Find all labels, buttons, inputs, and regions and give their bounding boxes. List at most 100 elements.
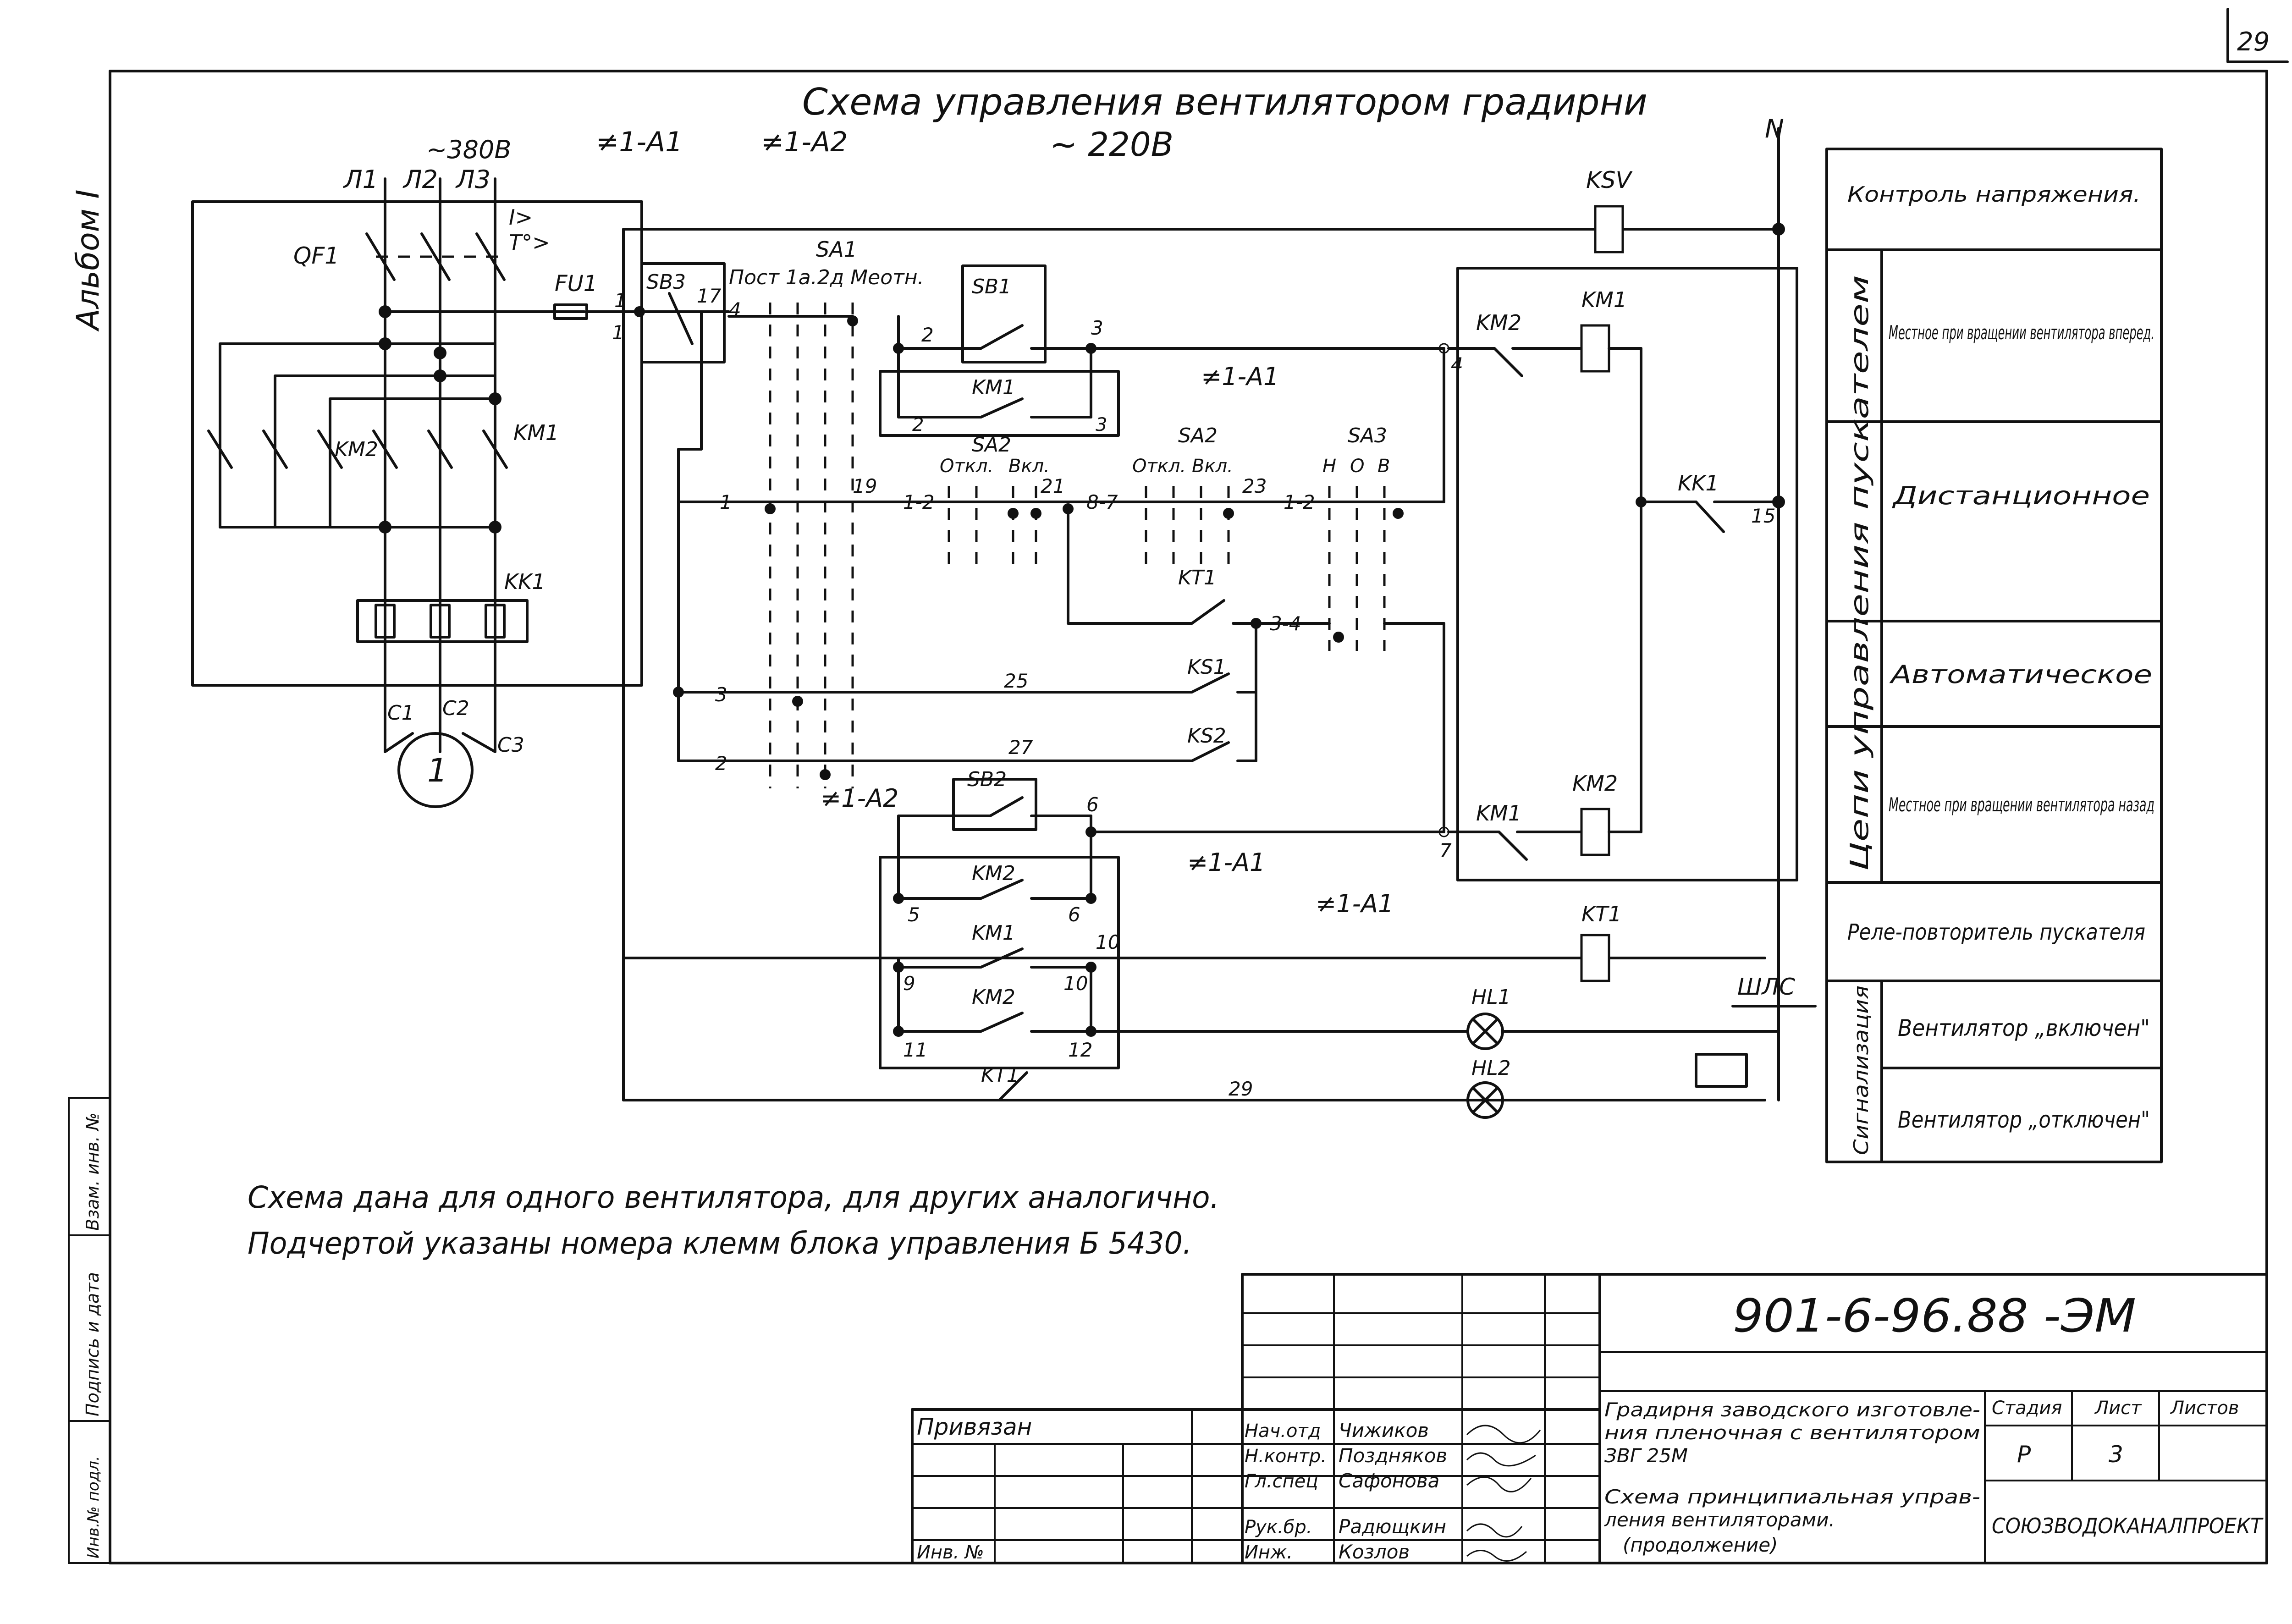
sheet-title-line-3: (продолжение) bbox=[1623, 1534, 1778, 1556]
sheet-title-line-2: ления вентиляторами. bbox=[1604, 1508, 1835, 1531]
legend-fan-off: Вентилятор „отключен" bbox=[1898, 1107, 2150, 1133]
role-chief-spec: Гл.спец bbox=[1245, 1471, 1318, 1492]
legend-automatic: Автоматическое bbox=[1889, 660, 2152, 689]
legend-local-reverse: Местное при вращении вентилятора назад bbox=[1889, 793, 2154, 816]
signal-bus-label: ШЛС bbox=[1737, 974, 1795, 1000]
reverse-km2-label: KM2 bbox=[972, 862, 1015, 885]
motor-terminal-c1: C1 bbox=[387, 701, 414, 725]
ks2-label: KS2 bbox=[1187, 724, 1226, 748]
node-label: 27 bbox=[1008, 736, 1033, 759]
sa2-a-off: Откл. bbox=[940, 456, 993, 477]
ref-a2-reverse: ≠1-A2 bbox=[821, 784, 898, 813]
phase-label-l1: Л1 bbox=[343, 165, 378, 194]
phase-label-l3: Л3 bbox=[455, 165, 490, 194]
thermal-relay-label: KK1 bbox=[504, 569, 545, 594]
sheet-frame bbox=[109, 8, 2289, 1564]
breaker-label: QF1 bbox=[293, 242, 339, 269]
name-norm-control: Поздняков bbox=[1339, 1444, 1447, 1467]
sa2-a-on: Вкл. bbox=[1008, 456, 1050, 477]
name-chief-spec: Сафонова bbox=[1339, 1470, 1439, 1492]
legend-group-starter: Цепи управления пускателем bbox=[1845, 275, 1874, 871]
contactor-reverse-label: KM2 bbox=[335, 438, 378, 461]
node-label: 10 bbox=[1096, 931, 1120, 953]
role-engineer: Инж. bbox=[1245, 1542, 1293, 1563]
phase-label-l2: Л2 bbox=[402, 165, 438, 194]
sa3-label: SA3 bbox=[1348, 424, 1387, 447]
page-number: 29 bbox=[2237, 27, 2270, 57]
forward-km2-contact-label: KM2 bbox=[1476, 310, 1521, 335]
organization: СОЮЗВОДОКАНАЛПРОЕКТ bbox=[1992, 1514, 2264, 1538]
ref-a1-forward: ≠1-A1 bbox=[1201, 362, 1279, 391]
kk1-contact-label: KK1 bbox=[1678, 471, 1719, 495]
sa2-b-off: Откл. bbox=[1132, 456, 1186, 477]
sa2-b-label: SA2 bbox=[1178, 424, 1218, 447]
sa3-pos-v: В bbox=[1377, 456, 1390, 477]
sa3-pos-n: Н bbox=[1322, 456, 1336, 477]
linked-label: Привязан bbox=[917, 1414, 1032, 1440]
node-label: 6 bbox=[1068, 903, 1080, 926]
ref-a2-top: ≠1-A2 bbox=[761, 126, 848, 158]
diagram-title: Схема управления вентилятором градирни bbox=[802, 81, 1647, 123]
node-label: 2 bbox=[912, 414, 924, 435]
sheets-header: Листов bbox=[2170, 1398, 2239, 1419]
ref-a1-top: ≠1-A1 bbox=[596, 126, 683, 158]
role-norm-control: Н.контр. bbox=[1245, 1446, 1327, 1467]
note-line-1: Схема дана для одного вентилятора, для д… bbox=[248, 1180, 1219, 1215]
start-reverse-label: SB2 bbox=[967, 768, 1007, 791]
role-head-dept: Нач.отд bbox=[1245, 1420, 1321, 1442]
node-label: 3 bbox=[1091, 317, 1103, 339]
node-label: 23 bbox=[1242, 475, 1267, 497]
node-label: 1-2 bbox=[1284, 491, 1315, 513]
sheet-title-line-1: Схема принципиальная управ- bbox=[1604, 1486, 1980, 1508]
power-circuit bbox=[191, 177, 652, 808]
node-label: 10 bbox=[1063, 972, 1088, 995]
node-label: 15 bbox=[1751, 505, 1775, 527]
node-label: 19 bbox=[853, 475, 877, 497]
node-label: 3 bbox=[715, 683, 727, 706]
legend-local-forward: Местное при вращении вентилятора вперед. bbox=[1889, 321, 2154, 344]
legend-fan-on: Вентилятор „включен" bbox=[1898, 1015, 2150, 1041]
legend-group-signal: Сигнализация bbox=[1850, 985, 1873, 1155]
neutral-label: N bbox=[1765, 114, 1784, 144]
node-label: 29 bbox=[1229, 1078, 1253, 1100]
node-label: 8-7 bbox=[1086, 491, 1118, 513]
inv-no-label: Инв. № bbox=[917, 1542, 984, 1563]
side-stamp-repl-inv: Взам. инв. № bbox=[83, 1112, 103, 1231]
object-line-3: ЗВГ 25М bbox=[1604, 1444, 1688, 1467]
sa3-pos-o: О bbox=[1350, 456, 1364, 477]
object-line-1: Градирня заводского изготовле- bbox=[1604, 1398, 1980, 1421]
legend-repeater: Реле-повторитель пускателя bbox=[1847, 919, 2145, 945]
album-label: Альбом I bbox=[70, 189, 106, 332]
control-circuit bbox=[622, 127, 1817, 1119]
lamp-off-label: HL2 bbox=[1471, 1057, 1511, 1080]
thermal-label: T°> bbox=[509, 230, 550, 255]
name-head-dept: Чижиков bbox=[1339, 1419, 1429, 1442]
node-label: 12 bbox=[1068, 1039, 1092, 1061]
legend-table bbox=[1825, 148, 2163, 1163]
motor-number: 1 bbox=[427, 752, 448, 789]
node-label: 4 bbox=[729, 298, 741, 321]
ref-a1-reverse: ≠1-A1 bbox=[1316, 889, 1394, 918]
switch-mode-label: SA1 bbox=[816, 237, 857, 262]
motor-terminal-c2: C2 bbox=[442, 697, 469, 720]
node-label: 9 bbox=[903, 972, 915, 995]
node-label: 3-4 bbox=[1270, 612, 1301, 635]
node-label: 25 bbox=[1004, 670, 1028, 692]
note-line-2: Подчертой указаны номера клемм блока упр… bbox=[248, 1226, 1192, 1261]
start-forward-label: SB1 bbox=[972, 275, 1011, 298]
node-label: 3 bbox=[1096, 414, 1107, 435]
sa2-a-label: SA2 bbox=[972, 433, 1011, 457]
title-block bbox=[911, 1273, 2268, 1564]
name-engineer: Козлов bbox=[1339, 1541, 1410, 1563]
reverse-km2-coil-label: KM2 bbox=[1572, 771, 1618, 796]
lamp-on-label: HL1 bbox=[1471, 985, 1511, 1009]
motor-terminal-c3: C3 bbox=[497, 733, 524, 757]
kt1-coil-label: KT1 bbox=[1581, 902, 1622, 926]
node-label: 7 bbox=[1439, 839, 1452, 862]
node-label: 2 bbox=[921, 324, 934, 346]
stop-button-label: SB3 bbox=[646, 270, 686, 294]
signal-km1-label: KM1 bbox=[972, 921, 1015, 945]
contactor-forward-label: KM1 bbox=[513, 420, 559, 445]
side-stamp: Взам. инв. № Подпись и дата Инв.№ подл. bbox=[68, 1097, 111, 1564]
